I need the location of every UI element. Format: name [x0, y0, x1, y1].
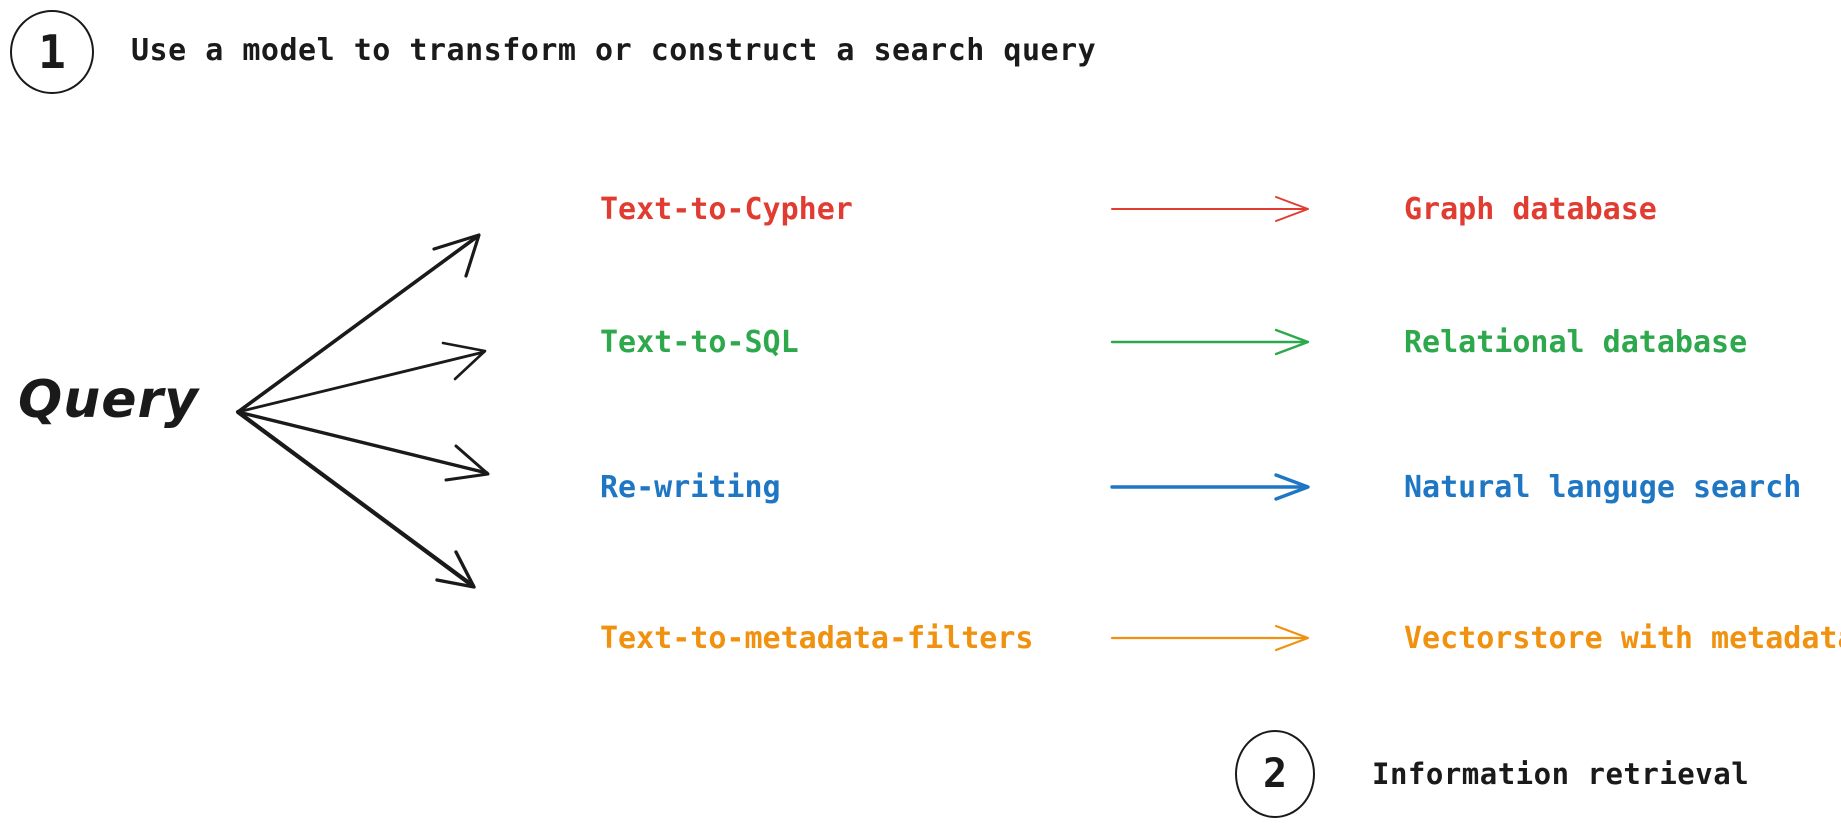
branch-row: Text-to-metadata-filters Vectorstore wit… — [600, 610, 1841, 666]
branch-target-label: Graph database — [1404, 191, 1657, 227]
branch-arrow — [1110, 473, 1310, 501]
branch-target-label: Relational database — [1404, 324, 1748, 360]
fan-arrow-3 — [236, 410, 490, 482]
step-1-title: Use a model to transform or construct a … — [131, 33, 1097, 68]
fan-arrow-4 — [235, 409, 476, 589]
query-label: Query — [18, 370, 200, 430]
step-1-number: 1 — [38, 25, 66, 79]
branch-arrow — [1110, 624, 1310, 652]
branch-arrow — [1110, 328, 1310, 356]
fan-arrow-1 — [236, 233, 481, 414]
branch-row: Text-to-SQL Relational database — [600, 314, 1841, 370]
step-2-badge: 2 — [1235, 730, 1315, 818]
step-1-badge: 1 — [10, 10, 94, 94]
fan-arrow-2 — [236, 341, 487, 414]
branch-target-label: Vectorstore with metadata — [1404, 620, 1841, 656]
branch-method-label: Text-to-Cypher — [600, 191, 853, 227]
branch-arrow — [1111, 196, 1309, 222]
branch-row: Re-writing Natural languge search — [600, 459, 1841, 515]
branch-method-label: Re-writing — [600, 469, 781, 505]
step-2-title: Information retrieval — [1372, 757, 1750, 791]
step-2-number: 2 — [1262, 751, 1288, 797]
branch-method-label: Text-to-SQL — [600, 324, 799, 360]
branch-row: Text-to-Cypher Graph database — [600, 181, 1841, 237]
branch-target-label: Natural languge search — [1404, 469, 1802, 505]
branch-method-label: Text-to-metadata-filters — [600, 620, 1034, 656]
